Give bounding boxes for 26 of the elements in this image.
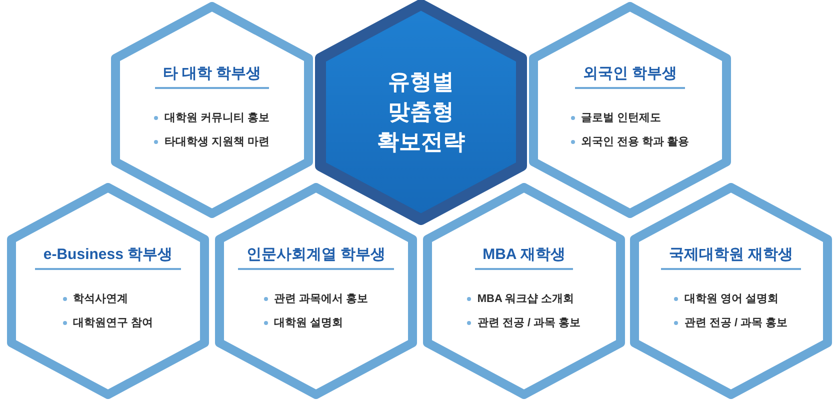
bullet-text: 대학원연구 참여 bbox=[72, 317, 154, 329]
hexagon bbox=[111, 2, 313, 218]
hexagon-title: MBA 재학생 bbox=[482, 245, 566, 264]
center-title: 유형별 맞춤형 확보전략 bbox=[376, 68, 466, 156]
bullet-text: MBA 워크샵 소개회 bbox=[477, 293, 574, 305]
hexagon bbox=[630, 183, 832, 399]
hexagon-title: 타 대학 학부생 bbox=[162, 64, 262, 83]
hexagon-title: e-Business 학부생 bbox=[43, 245, 173, 264]
bullet-text: 관련 전공 / 과목 홍보 bbox=[684, 317, 788, 329]
hexagon bbox=[7, 183, 209, 399]
bullet-text: 학석사연계 bbox=[72, 293, 128, 305]
bullet-text: 관련 과목에서 홍보 bbox=[274, 293, 368, 305]
bullet-text: 글로벌 인턴제도 bbox=[580, 112, 661, 124]
bullet-text: 대학원 커뮤니티 홍보 bbox=[164, 112, 270, 124]
hexagon bbox=[315, 0, 527, 225]
bullet-text: 대학원 영어 설명회 bbox=[684, 293, 778, 305]
bullet-text: 타대학생 지원책 마련 bbox=[164, 136, 270, 148]
bullet-text: 대학원 설명회 bbox=[274, 317, 343, 329]
hexagon-title: 외국인 학부생 bbox=[582, 64, 678, 83]
bullet-text: 외국인 전용 학과 활용 bbox=[580, 136, 690, 148]
hexagon-title: 인문사회계열 학부생 bbox=[246, 245, 386, 264]
bullet-text: 관련 전공 / 과목 홍보 bbox=[477, 317, 581, 329]
hexagon bbox=[423, 183, 625, 399]
hexagon bbox=[529, 2, 731, 218]
hexagon-title: 국제대학원 재학생 bbox=[668, 245, 794, 264]
hexagon bbox=[215, 183, 417, 399]
